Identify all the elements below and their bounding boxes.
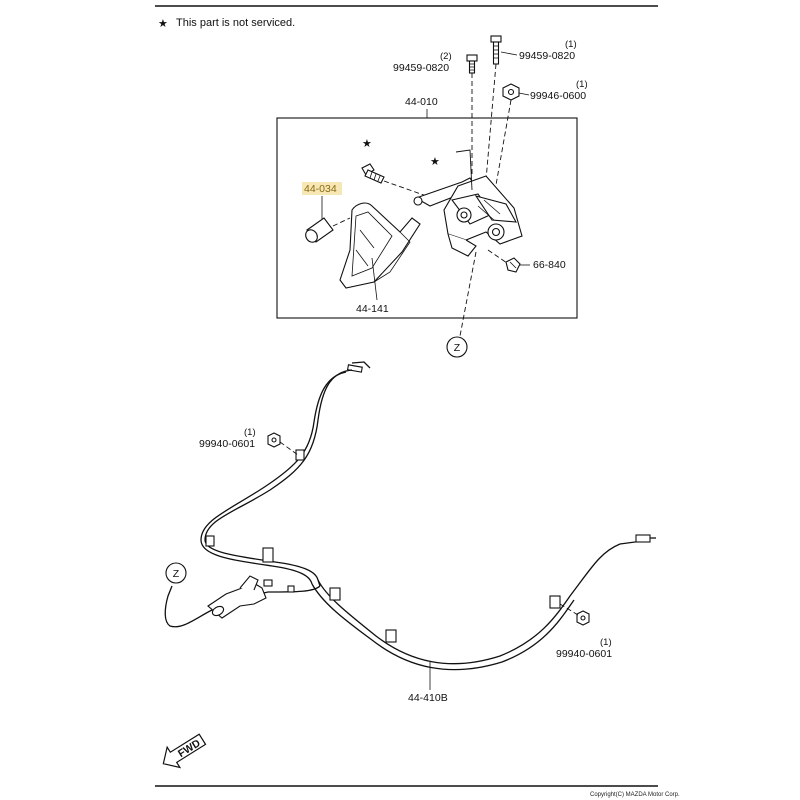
nut-cable-right-icon (576, 610, 590, 626)
nut-top-part: 99946-0600 (530, 90, 586, 102)
bolt-left-icon (466, 54, 478, 74)
guide-nut-top (495, 99, 512, 186)
guide-pedal-bolt (383, 180, 439, 201)
z-marker-top-label: Z (454, 342, 461, 354)
pedal-leader (371, 257, 378, 301)
assembly-label: 44-010 (405, 96, 438, 108)
nut-cable-left-icon (267, 432, 281, 448)
bolt-right-qty: (1) (565, 39, 577, 50)
clip-icon (505, 257, 521, 273)
nut-top-icon (502, 83, 530, 101)
star-icon-rod: ★ (430, 156, 440, 168)
bolt-right-part: 99459-0820 (519, 50, 575, 62)
pad-insert-label: 44-034 (304, 183, 337, 195)
fwd-arrow-icon: FWD (162, 733, 207, 769)
guide-pad-insert (332, 217, 351, 227)
copyright-text: Copyright(C) MAZDA Motor Corp. (590, 792, 680, 798)
assembly-box (276, 117, 578, 319)
guide-bolt-right (485, 63, 497, 181)
bolt-right-icon (490, 35, 518, 65)
guide-z-top (459, 251, 477, 337)
nut-top-qty: (1) (576, 79, 588, 90)
cable-icon (164, 361, 656, 671)
pedal-label: 44-141 (356, 303, 389, 315)
clip-label: 66-840 (533, 259, 566, 271)
cable-label: 44-410B (408, 692, 448, 704)
bolt-left-qty: (2) (440, 51, 452, 62)
pedal-icon (339, 202, 421, 289)
nut-cable-left-qty: (1) (244, 427, 256, 438)
z-marker-left (165, 562, 187, 584)
pad-insert-icon (305, 217, 334, 243)
parking-brake-bracket-icon (413, 149, 523, 257)
note-star: ★ (158, 18, 168, 30)
pedal-bolt-icon (361, 163, 385, 184)
note-text: This part is not serviced. (176, 17, 295, 29)
z-marker-left-label: Z (173, 568, 180, 580)
pad-insert-label-highlight (302, 182, 342, 195)
guide-nut-cable-right (559, 603, 579, 616)
nut-cable-left-part: 99940-0601 (199, 438, 255, 450)
star-icon-bolt: ★ (362, 138, 372, 150)
bolt-left-part: 99459-0820 (393, 62, 449, 74)
nut-cable-right-qty: (1) (600, 637, 612, 648)
guide-clip (487, 249, 508, 264)
nut-cable-right-part: 99940-0601 (556, 648, 612, 660)
z-marker-top (446, 336, 468, 358)
guide-nut-cable-left (279, 441, 299, 456)
